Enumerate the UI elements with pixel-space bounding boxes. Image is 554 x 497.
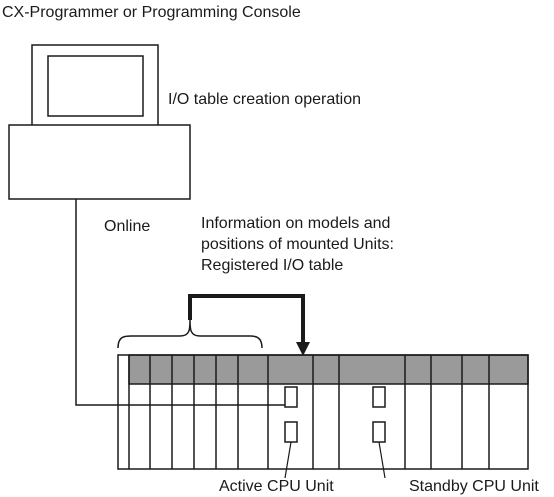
unit-group-brace xyxy=(117,319,263,349)
slot-dividers xyxy=(128,355,490,469)
rack-body xyxy=(117,354,529,470)
computer-terminal-icon xyxy=(8,44,191,200)
active-cpu-connector-top xyxy=(284,386,298,408)
standby-cpu-label: Standby CPU Unit xyxy=(409,478,539,495)
online-connection-line xyxy=(75,199,289,406)
terminal-monitor xyxy=(31,44,159,128)
active-cpu-leader xyxy=(284,441,292,479)
standby-cpu-leader xyxy=(378,441,386,479)
active-cpu-connector-bottom xyxy=(284,421,298,443)
info-line: Registered I/O table xyxy=(201,257,344,274)
active-cpu-label: Active CPU Unit xyxy=(219,478,334,495)
arrow-head xyxy=(296,342,310,356)
cpu-unit-connectors xyxy=(284,386,386,443)
info-line: Information on models and xyxy=(201,215,391,232)
io-table-operation-label: I/O table creation operation xyxy=(168,91,362,108)
title-label: CX-Programmer or Programming Console xyxy=(2,4,301,21)
standby-cpu-connector-top xyxy=(372,386,386,408)
registration-arrow-line xyxy=(188,294,305,347)
registered-io-table-label: Information on models and positions of m… xyxy=(201,213,394,276)
rack-top-band xyxy=(128,354,529,385)
standby-cpu-connector-bottom xyxy=(372,421,386,443)
terminal-base xyxy=(8,124,191,200)
online-label: Online xyxy=(104,218,151,235)
info-line: positions of mounted Units: xyxy=(201,236,394,253)
terminal-screen xyxy=(47,55,144,117)
plc-rack-icon xyxy=(117,354,529,470)
